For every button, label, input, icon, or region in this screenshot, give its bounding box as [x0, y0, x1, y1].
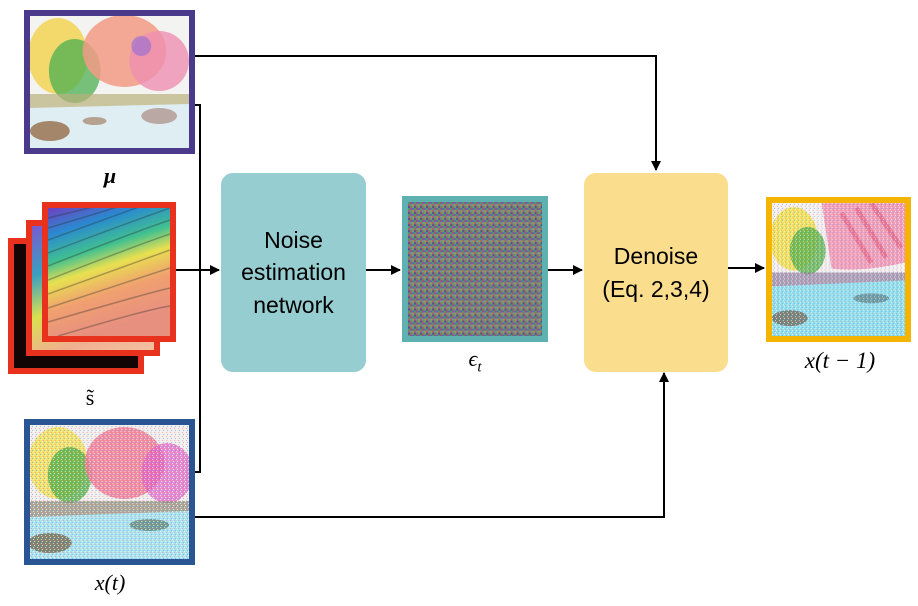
edge-xt-to-denoise	[195, 372, 669, 518]
denoise-label-line-2: (Eq. 2,3,4)	[602, 275, 710, 302]
epsilon-subscript: t	[477, 359, 482, 376]
xt-image	[24, 419, 195, 565]
rainbow-spiral-icon	[48, 208, 170, 336]
xt-label: x(t)	[94, 570, 126, 595]
noise-estimation-network-block: Noise estimation network	[221, 173, 366, 372]
network-label-line-2: estimation	[241, 259, 346, 286]
output-image	[766, 197, 911, 342]
mu-label: μ	[103, 163, 117, 188]
denoise-block: Denoise (Eq. 2,3,4)	[584, 173, 728, 372]
mu-image	[24, 10, 195, 154]
s-tilde-label: s̃	[85, 385, 95, 410]
noise-map-image	[402, 196, 548, 342]
epsilon-symbol: ϵ	[468, 346, 478, 371]
landscape-painting-icon	[30, 16, 189, 148]
output-label: x(t − 1)	[804, 348, 876, 373]
noise-map-label: ϵt	[440, 346, 510, 376]
s-tilde-image	[42, 202, 176, 342]
color-noise-icon	[408, 202, 542, 336]
denoise-label-line-1: Denoise	[613, 242, 699, 269]
network-label-line-1: Noise	[264, 226, 323, 253]
edge-mu-to-denoise	[195, 55, 661, 171]
noisy-landscape-icon	[30, 425, 189, 559]
edge-mu-to-bus	[195, 104, 201, 473]
network-label-line-3: network	[253, 291, 334, 318]
denoised-landscape-icon	[772, 203, 905, 336]
